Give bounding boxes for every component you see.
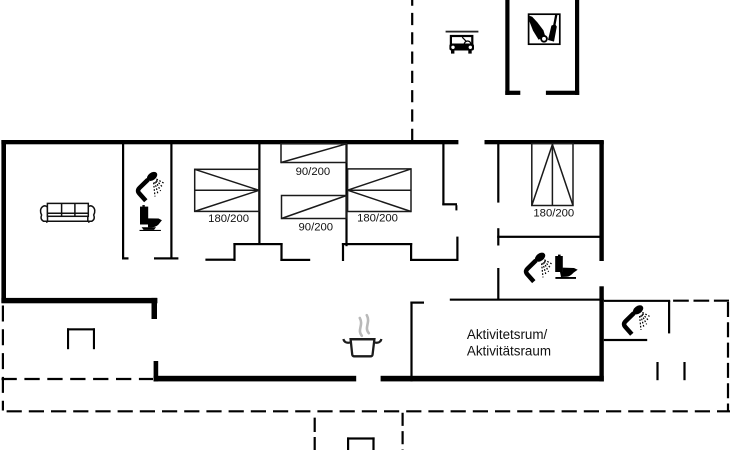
svg-text:90/200: 90/200 [296,166,331,178]
svg-text:180/200: 180/200 [208,213,249,225]
svg-text:180/200: 180/200 [357,213,398,225]
svg-text:180/200: 180/200 [533,208,574,220]
svg-text:Aktivitätsraum: Aktivitätsraum [467,343,551,358]
svg-text:90/200: 90/200 [299,222,334,234]
svg-text:Aktivitetsrum/: Aktivitetsrum/ [467,327,548,342]
